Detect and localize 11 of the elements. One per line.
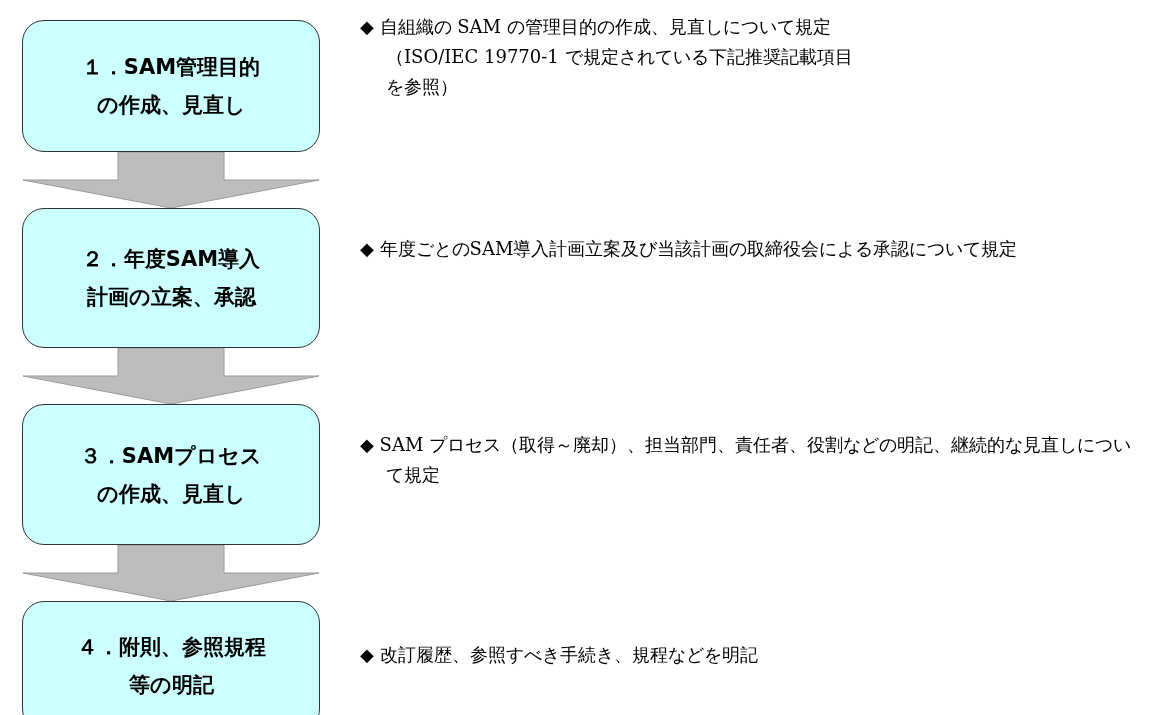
description-text: ◆ 改訂履歴、参照すべき手続き、規程などを明記 [360, 643, 759, 667]
process-box: ２．年度SAM導入計画の立案、承認 [22, 208, 320, 348]
description-text: ◆ 自組織の SAM の管理目的の作成、見直しについて規定（ISO/IEC 19770-1 で規定されている下記推奨記載項目を参照） [360, 15, 854, 99]
block-arrow [22, 347, 320, 405]
process-box: ３．SAMプロセスの作成、見直し [22, 404, 320, 545]
description-text: ◆ 年度ごとのSAM導入計画立案及び当該計画の取締役会による承認について規定 [360, 237, 1019, 261]
block-arrow [22, 544, 320, 602]
process-box: １．SAM管理目的の作成、見直し [22, 20, 320, 152]
process-box: ４．附則、参照規程等の明記 [22, 601, 320, 715]
block-arrow [22, 151, 320, 209]
description-text: ◆ SAM プロセス（取得～廃却）、担当部門、責任者、役割などの明記、継続的な見直しについて規定 [360, 433, 1133, 487]
